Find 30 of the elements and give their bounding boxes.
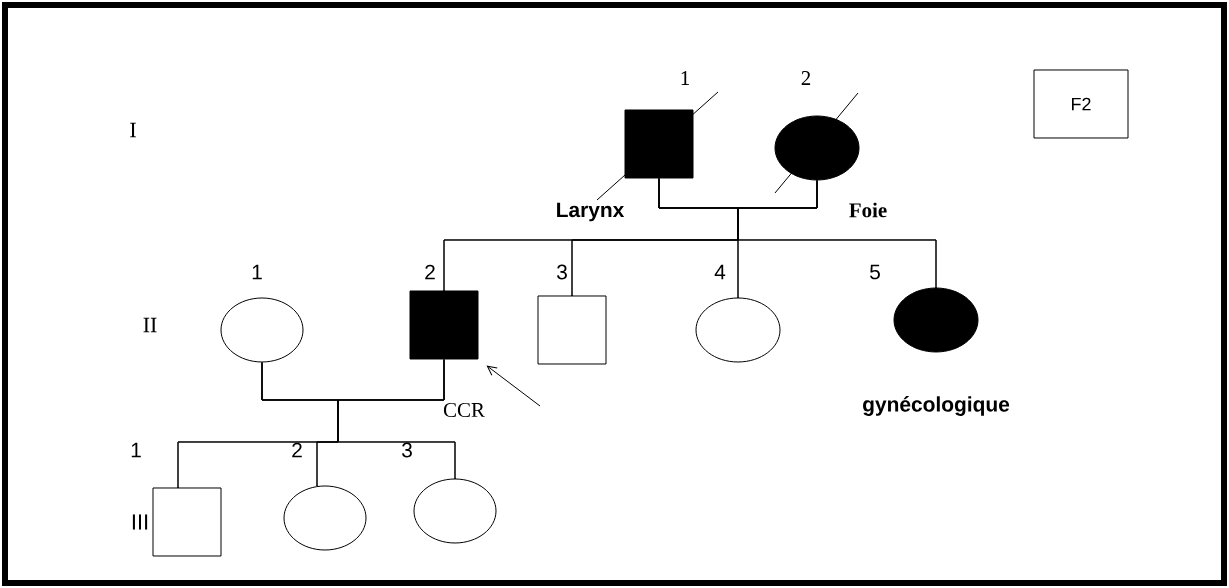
female-circle (695, 297, 781, 363)
diagnosis-label: Larynx (557, 202, 625, 222)
individual-number: 2 (292, 442, 302, 458)
diagnosis-label: Foie (849, 202, 887, 218)
descent-line (737, 180, 937, 289)
diagnosis-label: CCR (443, 402, 485, 417)
female-circle (893, 287, 979, 353)
diagnosis-label: gynécologique (863, 396, 1010, 416)
individual-number: 1 (252, 264, 262, 280)
individual-number: 5 (870, 264, 880, 280)
male-square (537, 295, 607, 365)
female-circle (220, 297, 304, 363)
individual-number: 2 (801, 71, 811, 85)
male-square (409, 290, 479, 360)
label-box: F2 (1033, 69, 1129, 139)
proband-arrow (486, 365, 541, 407)
female-circle (774, 115, 860, 181)
individual-number: 3 (402, 442, 412, 458)
generation-label: I (130, 122, 136, 138)
individual-number: 1 (681, 71, 689, 85)
male-square (624, 109, 694, 179)
individual-number: 4 (714, 264, 726, 280)
individual-number: 1 (131, 442, 141, 458)
male-square (152, 487, 222, 557)
individual-number: 3 (557, 264, 567, 280)
female-circle (413, 478, 497, 544)
individual-number: 2 (425, 264, 435, 280)
generation-label: II (143, 317, 157, 333)
female-circle (283, 485, 367, 551)
descent-line (337, 359, 456, 480)
